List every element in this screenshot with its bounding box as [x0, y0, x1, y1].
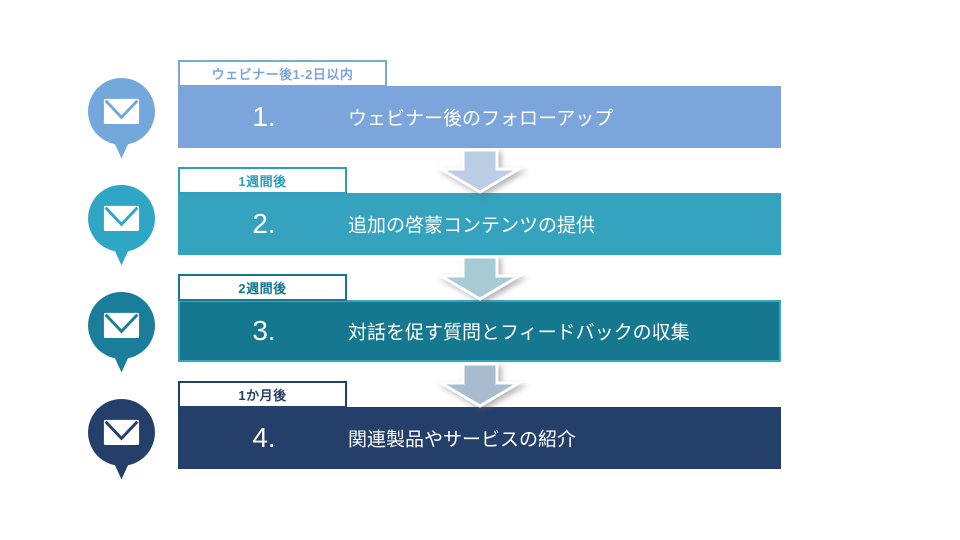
step-bar: 2. 追加の啓蒙コンテンツの提供 — [178, 193, 781, 255]
step-label: 関連製品やサービスの紹介 — [348, 429, 577, 451]
timing-tab: ウェビナー後1-2日以内 — [178, 60, 387, 87]
step-label: ウェビナー後のフォローアップ — [348, 108, 614, 130]
down-arrow-icon — [435, 148, 525, 194]
step-number: 1. — [252, 101, 276, 132]
step-bar: 1. ウェビナー後のフォローアップ — [178, 86, 781, 148]
step-label: 対話を促す質問とフィードバックの収集 — [348, 322, 690, 344]
timing-tab: 1か月後 — [178, 381, 347, 408]
timing-label: ウェビナー後1-2日以内 — [211, 67, 354, 82]
step-row-2: 1週間後 2. 追加の啓蒙コンテンツの提供 — [0, 167, 960, 277]
step-label: 追加の啓蒙コンテンツの提供 — [348, 215, 596, 237]
email-pin-icon — [88, 185, 155, 267]
step-row-1: ウェビナー後1-2日以内 1. ウェビナー後のフォローアップ — [0, 60, 960, 170]
timing-label: 1週間後 — [238, 174, 287, 189]
step-bar: 4. 関連製品やサービスの紹介 — [178, 407, 781, 469]
step-number: 2. — [252, 208, 276, 239]
step-row-4: 1か月後 4. 関連製品やサービスの紹介 — [0, 381, 960, 491]
step-number: 4. — [252, 422, 276, 453]
down-arrow-icon — [435, 255, 525, 301]
down-arrow-icon — [435, 362, 525, 408]
step-row-3: 2週間後 3. 対話を促す質問とフィードバックの収集 — [0, 274, 960, 384]
timing-label: 2週間後 — [238, 281, 287, 296]
email-pin-icon — [88, 292, 155, 374]
timing-tab: 1週間後 — [178, 167, 347, 194]
step-bar: 3. 対話を促す質問とフィードバックの収集 — [178, 300, 781, 362]
timing-label: 1か月後 — [238, 388, 287, 403]
email-pin-icon — [88, 399, 155, 481]
step-number: 3. — [252, 315, 276, 346]
email-pin-icon — [88, 78, 155, 160]
timing-tab: 2週間後 — [178, 274, 347, 301]
